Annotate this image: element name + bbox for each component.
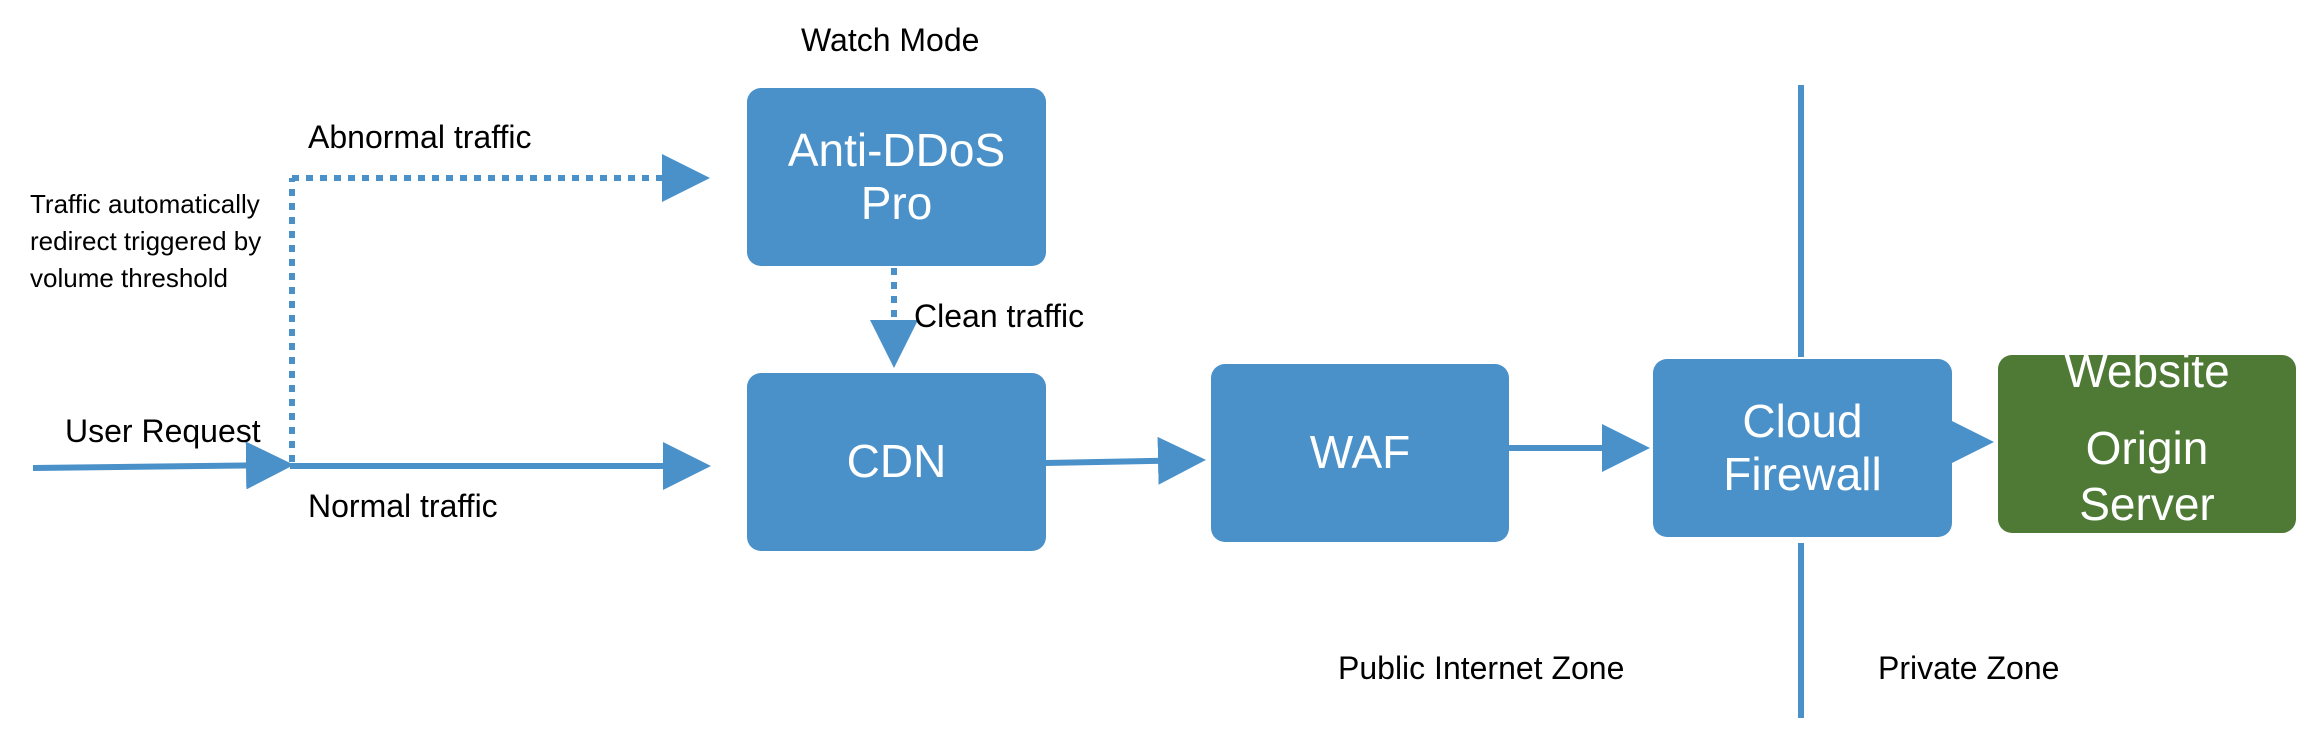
anti-ddos-pro-line1: Anti-DDoS <box>787 123 1006 176</box>
user-request-arrow <box>32 441 294 490</box>
cdn-to-waf-arrow <box>1044 436 1206 485</box>
anti-ddos-pro-line2: Pro <box>860 177 933 229</box>
abnormal-traffic-label: Abnormal traffic <box>308 119 532 155</box>
cloud-firewall-line1: Cloud <box>1742 394 1863 447</box>
origin-server-line3: Server <box>2079 477 2215 530</box>
user-request-label: User Request <box>65 413 261 449</box>
origin-server-line2: Origin <box>2085 422 2209 475</box>
clean-traffic-label: Clean traffic <box>914 298 1085 334</box>
cdn-label: CDN <box>846 435 947 488</box>
cloud-firewall-line2: Firewall <box>1723 448 1882 500</box>
cdn-node: CDN <box>747 373 1046 551</box>
watch-mode-label: Watch Mode <box>801 22 980 58</box>
waf-node: WAF <box>1211 364 1509 542</box>
website-origin-server-node: Website Origin Server <box>1998 345 2296 533</box>
private-zone-label: Private Zone <box>1878 650 2060 686</box>
origin-server-line1: Website <box>2064 345 2230 398</box>
normal-traffic-label: Normal traffic <box>308 488 498 524</box>
anti-ddos-pro-node: Anti-DDoS Pro <box>747 88 1046 266</box>
public-zone-label: Public Internet Zone <box>1338 650 1625 686</box>
waf-label: WAF <box>1309 426 1411 479</box>
auto-redirect-label: Traffic automatically redirect triggered… <box>30 189 262 293</box>
cloud-firewall-node: Cloud Firewall <box>1653 359 1952 537</box>
